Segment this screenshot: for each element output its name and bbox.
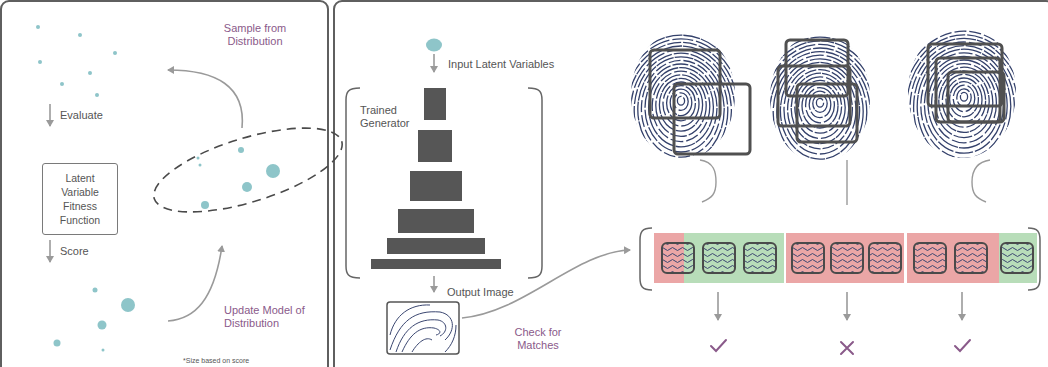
fingerprints — [616, 31, 1029, 195]
distribution-ellipse — [145, 111, 351, 230]
match-thumbnails — [662, 243, 1033, 273]
process-box: Latent Variable Fitness Function — [42, 163, 118, 235]
step-label: Input Latent Variables — [448, 58, 554, 71]
flow-arrows — [434, 54, 630, 318]
left-panel — [1, 1, 328, 367]
step-label: Check for Matches — [500, 326, 576, 352]
step-label: Evaluate — [60, 109, 103, 122]
right-panel — [334, 1, 1048, 367]
match-strips — [654, 233, 1037, 283]
step-label: Score — [60, 245, 89, 258]
footnote: *Size based on score — [183, 356, 249, 365]
crop-boxes — [650, 40, 1004, 154]
box-text: Latent Variable Fitness Function — [48, 171, 112, 227]
result-symbols — [711, 340, 970, 354]
component-label: Trained Generator — [360, 104, 414, 130]
step-label: Update Model of Distribution — [224, 304, 320, 330]
link-curves — [700, 160, 990, 205]
latent-dot — [426, 39, 442, 52]
output-image — [387, 302, 459, 354]
sample-dots — [36, 25, 280, 352]
step-label: Output Image — [447, 286, 514, 299]
result-arrows — [718, 292, 962, 320]
step-label: Sample from Distribution — [205, 22, 305, 48]
